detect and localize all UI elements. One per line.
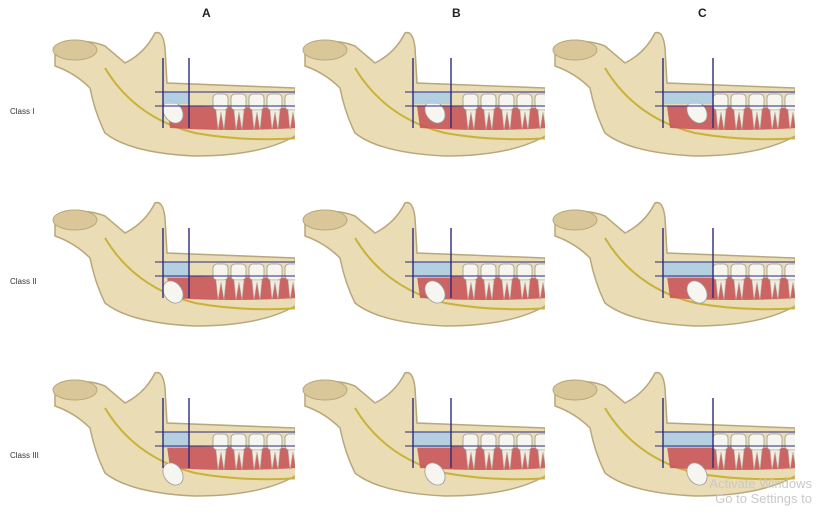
molar-crown xyxy=(713,94,728,110)
molar-crown xyxy=(267,264,282,280)
molar-crown xyxy=(463,94,478,110)
condyle xyxy=(303,40,347,60)
jaw-panel xyxy=(545,28,795,178)
molar-crown xyxy=(767,264,782,280)
molar-crown xyxy=(517,264,532,280)
jaw-panel xyxy=(545,198,795,348)
molar-crown xyxy=(785,434,795,450)
molar-crown xyxy=(749,264,764,280)
jaw-panel xyxy=(295,368,545,518)
molar-crown xyxy=(249,94,264,110)
condyle xyxy=(553,40,597,60)
condyle xyxy=(53,40,97,60)
molar-crown xyxy=(749,434,764,450)
molar-crown xyxy=(517,94,532,110)
molar-crown xyxy=(231,434,246,450)
mandible-illustration xyxy=(45,368,295,518)
watermark-line-1: Activate Windows xyxy=(709,476,812,491)
jaw-panel xyxy=(45,198,295,348)
row-label-class-2: Class II xyxy=(10,277,37,286)
molar-crown xyxy=(749,94,764,110)
molar-crown xyxy=(481,94,496,110)
available-space-region xyxy=(663,92,713,104)
column-header-c: C xyxy=(698,6,707,20)
molar-crown xyxy=(731,264,746,280)
watermark-line-2: Go to Settings to xyxy=(709,491,812,506)
condyle xyxy=(303,210,347,230)
molar-crown xyxy=(535,94,545,110)
column-header-b: B xyxy=(452,6,461,20)
molar-crown xyxy=(285,264,295,280)
molar-crown xyxy=(767,94,782,110)
molar-crown xyxy=(481,434,496,450)
molar-crown xyxy=(785,264,795,280)
jaw-panel xyxy=(45,368,295,518)
molar-crown xyxy=(267,94,282,110)
molar-crown xyxy=(731,94,746,110)
condyle xyxy=(553,380,597,400)
molar-crown xyxy=(731,434,746,450)
condyle xyxy=(53,380,97,400)
condyle xyxy=(53,210,97,230)
molar-crown xyxy=(535,434,545,450)
molar-crown xyxy=(713,434,728,450)
molar-crown xyxy=(463,434,478,450)
molar-crown xyxy=(231,94,246,110)
os-activation-watermark: Activate Windows Go to Settings to xyxy=(709,476,812,506)
molar-crown xyxy=(213,94,228,110)
jaw-panel xyxy=(45,28,295,178)
condyle xyxy=(553,210,597,230)
molar-crown xyxy=(231,264,246,280)
available-space-region xyxy=(413,92,451,104)
molar-crown xyxy=(713,264,728,280)
jaw-panel xyxy=(295,198,545,348)
molar-crown xyxy=(285,94,295,110)
molar-crown xyxy=(785,94,795,110)
mandible-illustration xyxy=(295,198,545,348)
molar-crown xyxy=(285,434,295,450)
molar-crown xyxy=(517,434,532,450)
molar-crown xyxy=(499,94,514,110)
molar-crown xyxy=(213,264,228,280)
molar-crown xyxy=(499,264,514,280)
mandible-illustration xyxy=(45,28,295,178)
mandible-illustration xyxy=(45,198,295,348)
molar-crown xyxy=(535,264,545,280)
row-label-class-1: Class I xyxy=(10,107,34,116)
mandible-illustration xyxy=(545,198,795,348)
molar-crown xyxy=(767,434,782,450)
jaw-panel xyxy=(295,28,545,178)
mandible-illustration xyxy=(295,28,545,178)
molar-crown xyxy=(463,264,478,280)
molar-crown xyxy=(481,264,496,280)
mandible-illustration xyxy=(545,28,795,178)
molar-crown xyxy=(249,434,264,450)
molar-crown xyxy=(267,434,282,450)
available-space-region xyxy=(163,92,189,104)
condyle xyxy=(303,380,347,400)
molar-crown xyxy=(499,434,514,450)
row-label-class-3: Class III xyxy=(10,451,39,460)
mandible-illustration xyxy=(295,368,545,518)
column-header-a: A xyxy=(202,6,211,20)
molar-crown xyxy=(213,434,228,450)
molar-crown xyxy=(249,264,264,280)
